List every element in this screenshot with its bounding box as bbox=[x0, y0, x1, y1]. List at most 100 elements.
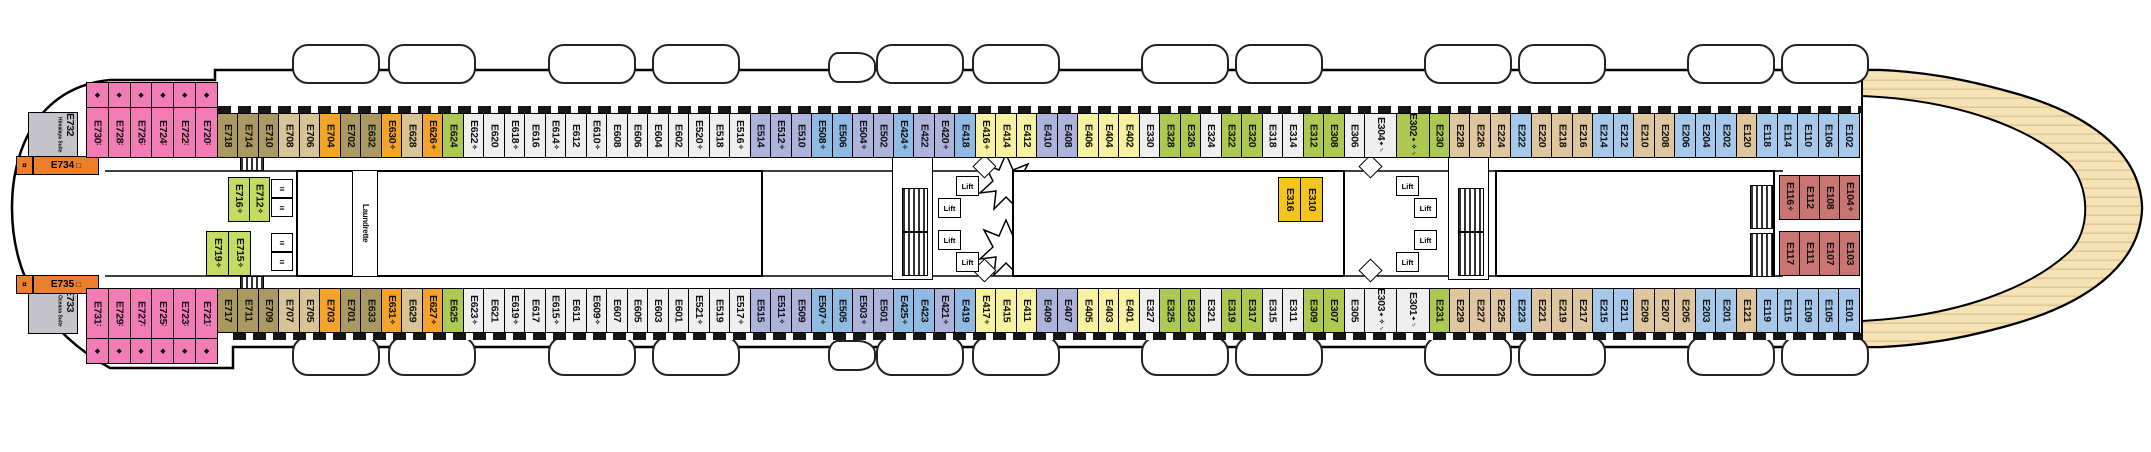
suite-dots: ∶ bbox=[203, 143, 211, 145]
suite-dots: ∶ bbox=[138, 324, 146, 326]
stairs bbox=[902, 232, 928, 276]
cabin-E617: E617 bbox=[524, 288, 546, 333]
cabin-label: E303♦✧♂ bbox=[1374, 288, 1387, 333]
lifeboat bbox=[1424, 336, 1512, 376]
cabin-E628: E628 bbox=[401, 113, 423, 158]
interior-cabins-aft-lower: E719✧E715✧ bbox=[206, 231, 251, 276]
cabin-E633: E633 bbox=[360, 288, 382, 333]
cabin-E514: E514 bbox=[749, 113, 772, 158]
cabin-E520: E520✧ bbox=[688, 113, 710, 158]
cabin-label: E116✧ bbox=[1783, 182, 1796, 213]
cabin-label: E326 bbox=[1184, 123, 1197, 148]
cabin-E227: E227 bbox=[1469, 288, 1491, 333]
cabin-marks: ✧ bbox=[900, 318, 908, 327]
cabin-E316: E316 bbox=[1278, 177, 1301, 222]
lift-icon-box: ≡ bbox=[271, 252, 293, 271]
cabin-E503: E503✧ bbox=[852, 288, 874, 333]
cabin-E504: E504✧ bbox=[852, 113, 874, 158]
cabin-label: E219 bbox=[1556, 298, 1569, 323]
cabin-label: E629 bbox=[406, 298, 419, 323]
cabin-label: E506 bbox=[836, 123, 849, 148]
cabin-label: E702 bbox=[344, 123, 357, 148]
balcony: ◆ bbox=[87, 338, 108, 363]
cabin-E118: E118 bbox=[1756, 113, 1778, 158]
lifeboat bbox=[1141, 336, 1229, 376]
cabin-label: E418 bbox=[959, 123, 972, 148]
cabin-E102: E102 bbox=[1838, 113, 1860, 158]
cabin-label: E501 bbox=[877, 298, 890, 323]
cabin-label: E519 bbox=[713, 298, 726, 323]
cabin-E703: E703 bbox=[319, 288, 341, 333]
cabin-marks: ✧ bbox=[860, 318, 867, 327]
cabin-E120: E120 bbox=[1735, 113, 1758, 158]
cabin-label: E316 bbox=[1283, 187, 1296, 212]
lift: Lift bbox=[956, 176, 979, 196]
cabin-E719: E719✧ bbox=[206, 231, 229, 276]
cabin-label: E328 bbox=[1164, 123, 1177, 148]
cabin-label: E727∶ bbox=[135, 301, 148, 326]
cabin-E734: E734 □ bbox=[33, 156, 99, 175]
cabin-label: E408 bbox=[1061, 123, 1074, 148]
midship-block-fwd bbox=[1495, 170, 1775, 277]
cabin-E706: E706 bbox=[298, 113, 321, 158]
cabin-E204: E204 bbox=[1694, 113, 1717, 158]
cabin-E318: E318 bbox=[1261, 113, 1284, 158]
cabin-E604: E604 bbox=[647, 113, 669, 158]
cabin-label: E403 bbox=[1102, 298, 1115, 323]
cabin-label: E220 bbox=[1535, 123, 1548, 148]
lifeboat bbox=[548, 336, 636, 376]
cabin-label: E107 bbox=[1823, 241, 1836, 266]
cabin-E320: E320 bbox=[1241, 113, 1263, 158]
cabin-E119: E119 bbox=[1756, 288, 1778, 333]
stairs bbox=[1750, 233, 1773, 277]
cabin-E211: E211 bbox=[1612, 288, 1635, 333]
cabin-label: E412 bbox=[1020, 123, 1033, 148]
cabin-label: E321 bbox=[1205, 298, 1218, 323]
cabin-E109: E109 bbox=[1797, 288, 1819, 333]
cabin-E228: E228 bbox=[1448, 113, 1471, 158]
suite-dots: ∶ bbox=[181, 324, 189, 326]
cabin-E402: E402 bbox=[1118, 113, 1140, 158]
lifeboat bbox=[1518, 336, 1606, 376]
suite-dots: ∶ bbox=[94, 143, 102, 145]
cabin-E202: E202 bbox=[1715, 113, 1737, 158]
cabin-E603: E603 bbox=[647, 288, 669, 333]
cabin-label: E708 bbox=[283, 123, 296, 148]
cabin-marks: ✧ bbox=[470, 143, 478, 152]
suite-dots: ∶ bbox=[203, 324, 211, 326]
cabin-label: E228 bbox=[1453, 123, 1466, 148]
cabin-E220: E220 bbox=[1530, 113, 1553, 158]
cabin-E701: E701 bbox=[339, 288, 362, 333]
cabin-label: E619✧ bbox=[508, 294, 521, 327]
cabin-E315: E315 bbox=[1261, 288, 1284, 333]
cabin-E403: E403 bbox=[1097, 288, 1120, 333]
cabin-label: E411 bbox=[1020, 299, 1033, 322]
cabin-E622: E622✧ bbox=[462, 113, 485, 158]
cabin-marks: ✧ bbox=[236, 207, 243, 216]
cabin-E209: E209 bbox=[1633, 288, 1655, 333]
cabin-label: E421✧ bbox=[938, 294, 951, 327]
lifeboat bbox=[652, 336, 740, 376]
cabin-label: E718 bbox=[221, 123, 234, 148]
cabin-E511: E511✧ bbox=[770, 288, 792, 333]
cabin-E108: E108 bbox=[1819, 175, 1840, 220]
lift: Lift bbox=[956, 252, 979, 272]
cabin-E615: E615✧ bbox=[544, 288, 567, 333]
cabin-E222: E222 bbox=[1510, 113, 1532, 158]
suite-dots: ∶ bbox=[116, 324, 124, 326]
cabin-label: E720∶ bbox=[200, 120, 213, 145]
cabin-label: E309 bbox=[1307, 298, 1320, 323]
cabin-label: E516✧ bbox=[734, 119, 747, 152]
cabin-E321: E321 bbox=[1200, 288, 1222, 333]
cabin-label: E221 bbox=[1535, 298, 1548, 323]
cabin-E323: E323 bbox=[1179, 288, 1202, 333]
cabin-E519: E519 bbox=[708, 288, 731, 333]
suite-cabin-E723: E723∶◆ bbox=[173, 288, 197, 364]
cabin-marks: ♦♂ bbox=[1377, 140, 1385, 154]
cabin-E414: E414 bbox=[995, 113, 1017, 158]
lift: Lift bbox=[938, 230, 961, 250]
lifeboat bbox=[388, 336, 476, 376]
cabin-E207: E207 bbox=[1653, 288, 1676, 333]
cabin-label: E103 bbox=[1843, 241, 1856, 266]
